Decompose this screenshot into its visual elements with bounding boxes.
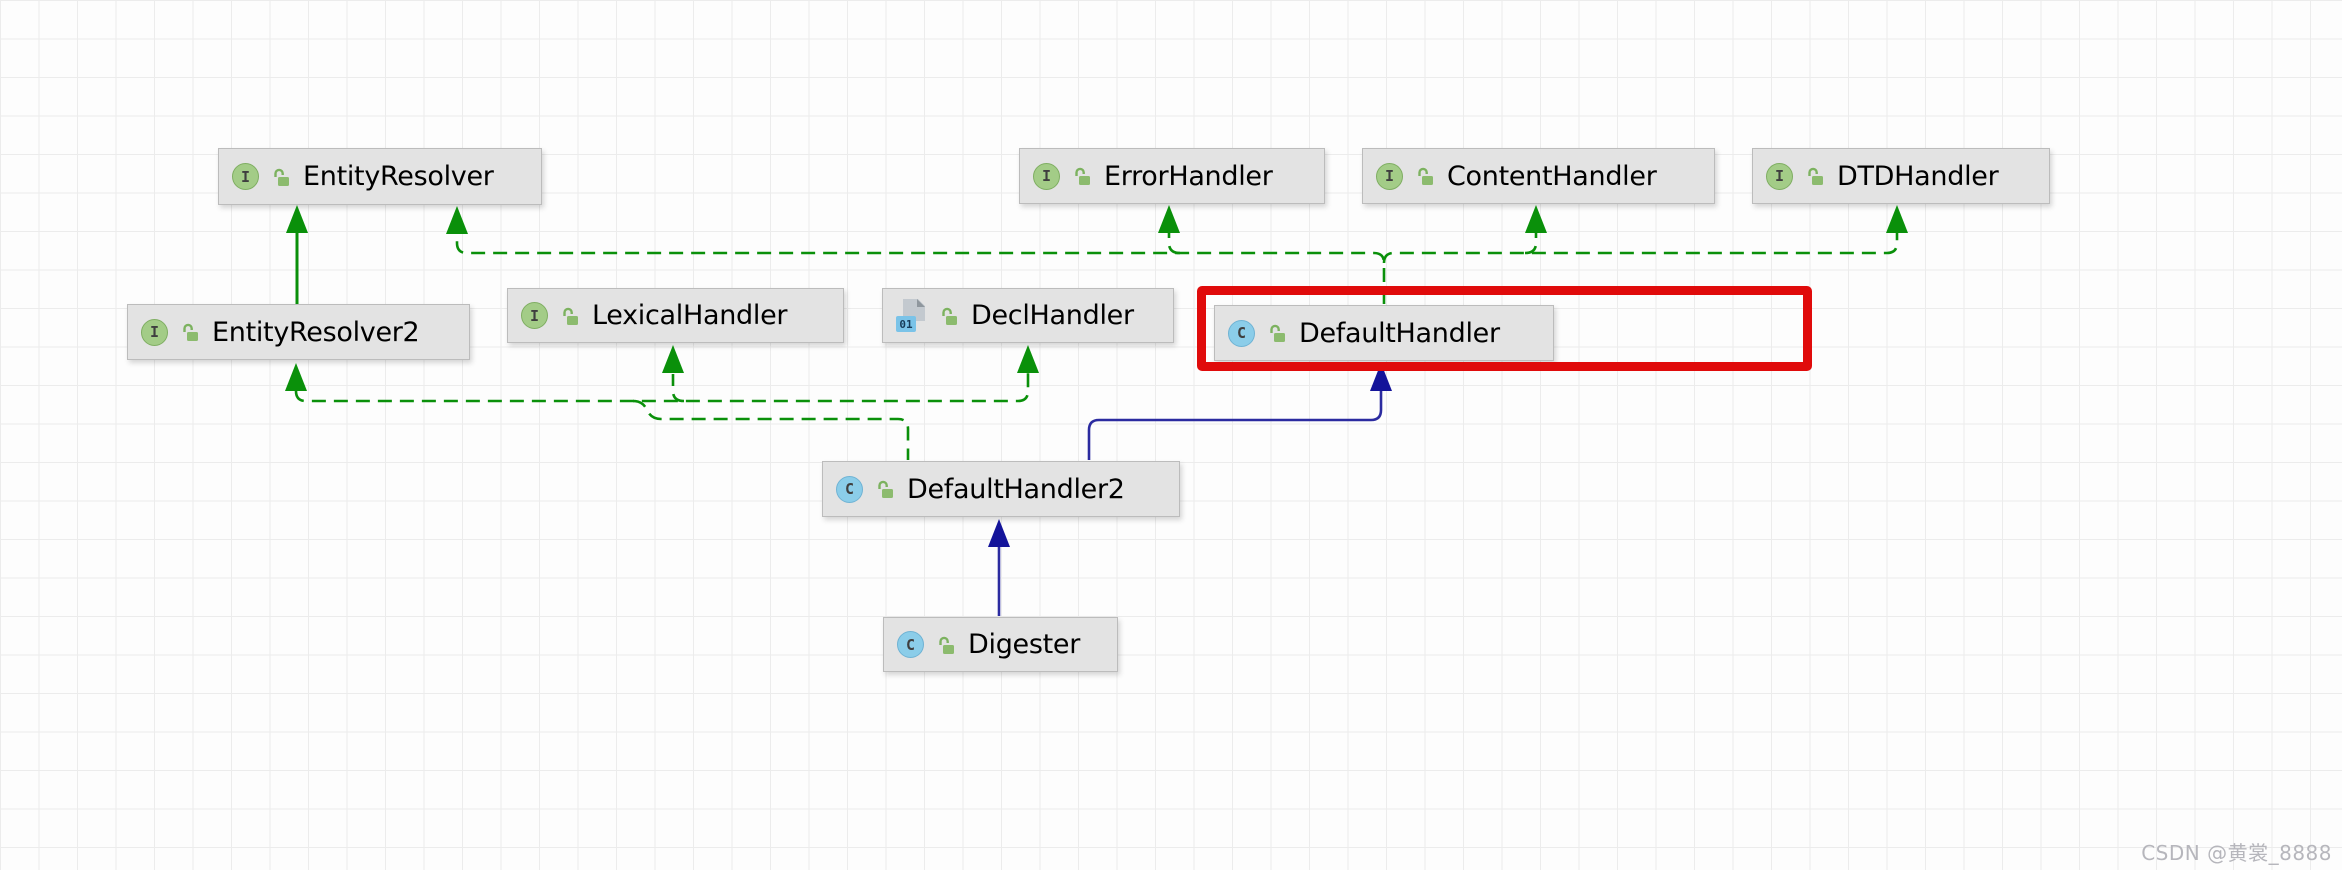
edge-defaulthandler2-implements-group [294,373,1030,460]
node-label: Digester [968,629,1081,660]
node-label: DeclHandler [971,300,1134,331]
public-lock-icon [1075,167,1090,185]
class-icon: C [897,631,924,658]
binary-01-badge: 01 [896,316,916,332]
file-fold-shape [917,299,925,307]
node-label: ErrorHandler [1104,160,1273,192]
node-label: EntityResolver2 [212,316,420,348]
interface-icon: I [521,302,548,329]
public-lock-icon [878,480,893,498]
arrowhead-implements-declhandler [1017,345,1039,373]
node-dtdhandler[interactable]: I DTDHandler [1752,148,2050,204]
node-label: DTDHandler [1837,160,1999,192]
edge-defaulthandler-implements-contenthandler [1524,233,1538,255]
public-lock-icon [939,636,954,654]
node-entityresolver[interactable]: I EntityResolver [218,148,542,205]
class-icon: C [1228,319,1255,347]
arrowhead-extends-entityresolver [286,205,308,233]
node-entityresolver2[interactable]: I EntityResolver2 [127,304,470,360]
interface-icon: I [1376,162,1403,190]
highlight-rectangle-defaulthandler [1197,286,1812,371]
edge-defaulthandler2-implements-declhandler [294,373,1030,403]
interface-icon: I [1033,162,1060,190]
node-label: EntityResolver [303,161,494,192]
arrowhead-implements-entityresolver [446,206,468,234]
node-defaulthandler2[interactable]: C DefaultHandler2 [822,461,1180,517]
node-label: LexicalHandler [592,300,788,331]
arrowhead-implements-errorhandler [1158,205,1180,233]
public-lock-icon [1270,324,1285,342]
node-label: ContentHandler [1447,160,1657,192]
interface-icon: I [232,163,259,190]
edge-defaulthandler2-extends-defaulthandler [1087,391,1383,460]
node-lexicalhandler[interactable]: I LexicalHandler [507,288,844,343]
node-errorhandler[interactable]: I ErrorHandler [1019,148,1325,204]
edge-defaulthandler-implements-errorhandler [1167,233,1181,255]
node-digester[interactable]: C Digester [883,617,1118,672]
public-lock-icon [1418,167,1433,185]
node-label: DefaultHandler2 [907,473,1125,505]
node-contenthandler[interactable]: I ContentHandler [1362,148,1715,204]
arrowhead-extends-defaulthandler2 [988,519,1010,547]
arrowhead-implements-dtdhandler [1886,205,1908,233]
arrowhead-implements-contenthandler [1525,205,1547,233]
node-declhandler[interactable]: 01 DeclHandler [882,288,1174,343]
interface-icon: I [141,318,168,346]
arrowhead-extends-defaulthandler [1370,363,1392,391]
arrowhead-implements-entityresolver2 [285,363,307,391]
public-lock-icon [274,168,289,186]
edge-defaulthandler2-implements-lexicalhandler [671,374,685,403]
edge-defaulthandler-implements-group [455,233,1899,304]
public-lock-icon [563,307,578,325]
edge-defaulthandler2-stem [632,399,910,460]
arrowhead-implements-lexicalhandler [662,345,684,373]
class-icon: C [836,475,863,503]
node-label: DefaultHandler [1299,317,1500,349]
public-lock-icon [183,323,198,341]
binary-class-file-icon: 01 [896,299,927,332]
node-defaulthandler[interactable]: C DefaultHandler [1214,305,1554,361]
watermark-text: CSDN @黄裳_8888 [2141,841,2332,865]
public-lock-icon [1808,167,1823,185]
interface-icon: I [1766,162,1793,190]
edge-defaulthandler-implements-dtdhandler [1382,233,1899,264]
public-lock-icon [942,307,957,325]
